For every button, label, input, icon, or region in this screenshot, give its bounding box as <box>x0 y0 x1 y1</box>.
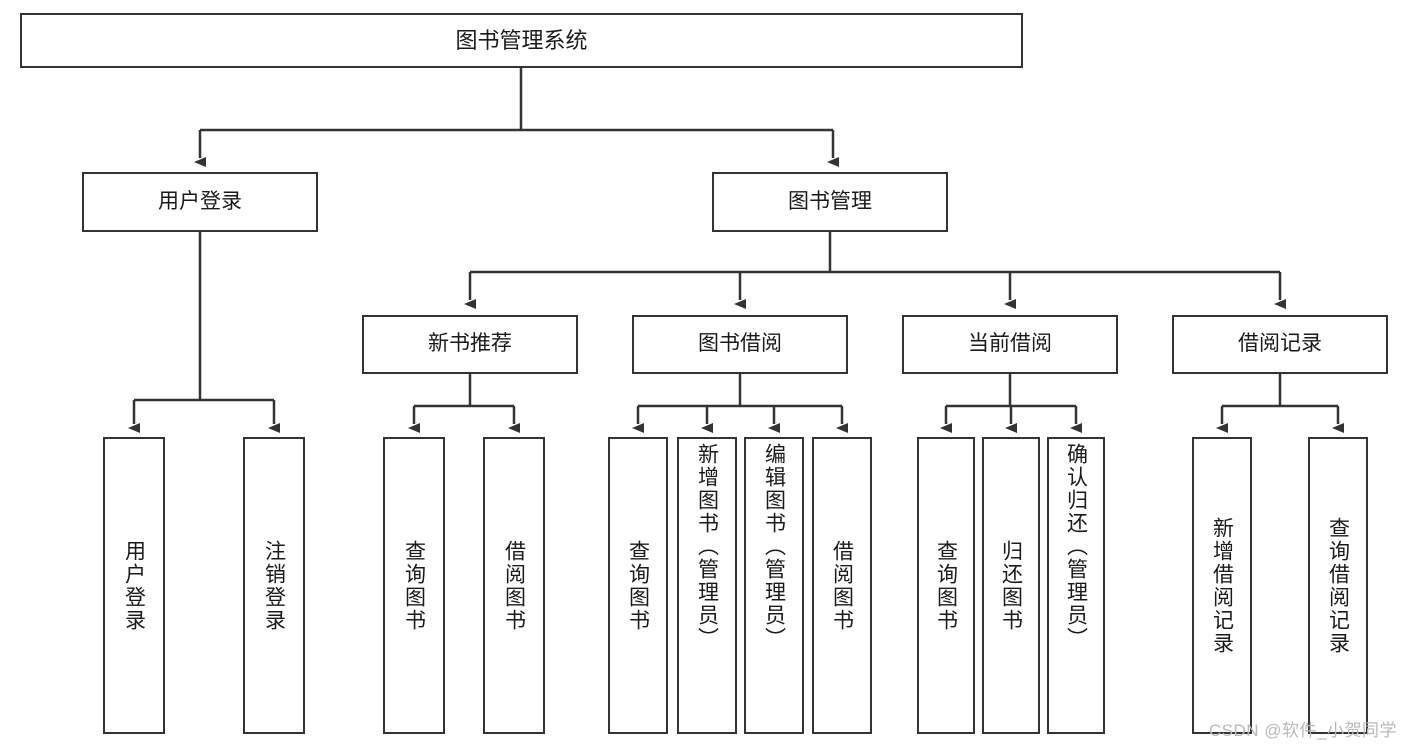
leaf-record-add-borrow-record[interactable]: 新增借阅记录 <box>1192 437 1252 734</box>
node-current-borrow[interactable]: 当前借阅 <box>902 315 1118 374</box>
node-label: 用户登录 <box>122 539 146 632</box>
node-user-login[interactable]: 用户登录 <box>82 172 318 232</box>
node-label: 新增借阅记录 <box>1210 516 1234 655</box>
node-label: 当前借阅 <box>968 332 1052 356</box>
node-label: 归还图书 <box>999 539 1023 632</box>
leaf-record-query-borrow-record[interactable]: 查询借阅记录 <box>1308 437 1368 734</box>
node-label: 查询借阅记录 <box>1326 516 1350 655</box>
node-book-management[interactable]: 图书管理 <box>712 172 948 232</box>
leaf-borrow-edit-book-admin[interactable]: 编辑图书（管理员） <box>744 437 804 734</box>
leaf-borrow-add-book-admin[interactable]: 新增图书（管理员） <box>677 437 737 734</box>
node-borrow-record[interactable]: 借阅记录 <box>1172 315 1388 374</box>
leaf-user-login-logout[interactable]: 注销登录 <box>243 437 305 734</box>
node-label: 确认归还（管理员） <box>1064 443 1088 650</box>
leaf-current-return-book[interactable]: 归还图书 <box>982 437 1040 734</box>
leaf-recommend-query-book[interactable]: 查询图书 <box>383 437 445 734</box>
node-label: 用户登录 <box>158 189 242 213</box>
node-label: 借阅图书 <box>502 539 526 632</box>
node-label: 查询图书 <box>402 539 426 632</box>
csdn-watermark: CSDN @软件_小贺同学 <box>1208 721 1397 740</box>
node-label: 新增图书（管理员） <box>695 443 719 650</box>
leaf-current-confirm-return-admin[interactable]: 确认归还（管理员） <box>1047 437 1105 734</box>
node-label: 查询图书 <box>934 539 958 632</box>
node-label: 图书管理系统 <box>455 27 588 53</box>
node-label: 新书推荐 <box>428 332 512 356</box>
node-label: 图书管理 <box>788 189 872 213</box>
node-label: 查询图书 <box>626 539 650 632</box>
node-book-borrow[interactable]: 图书借阅 <box>632 315 848 374</box>
node-root-book-management-system[interactable]: 图书管理系统 <box>20 13 1023 68</box>
leaf-borrow-borrow-book[interactable]: 借阅图书 <box>812 437 872 734</box>
leaf-recommend-borrow-book[interactable]: 借阅图书 <box>483 437 545 734</box>
node-label: 编辑图书（管理员） <box>762 443 786 650</box>
node-new-book-recommend[interactable]: 新书推荐 <box>362 315 578 374</box>
leaf-borrow-query-book[interactable]: 查询图书 <box>608 437 668 734</box>
node-label: 借阅记录 <box>1238 332 1322 356</box>
leaf-user-login-login[interactable]: 用户登录 <box>103 437 165 734</box>
node-label: 图书借阅 <box>698 332 782 356</box>
leaf-current-query-book[interactable]: 查询图书 <box>917 437 975 734</box>
node-label: 注销登录 <box>262 539 286 632</box>
node-label: 借阅图书 <box>830 539 854 632</box>
